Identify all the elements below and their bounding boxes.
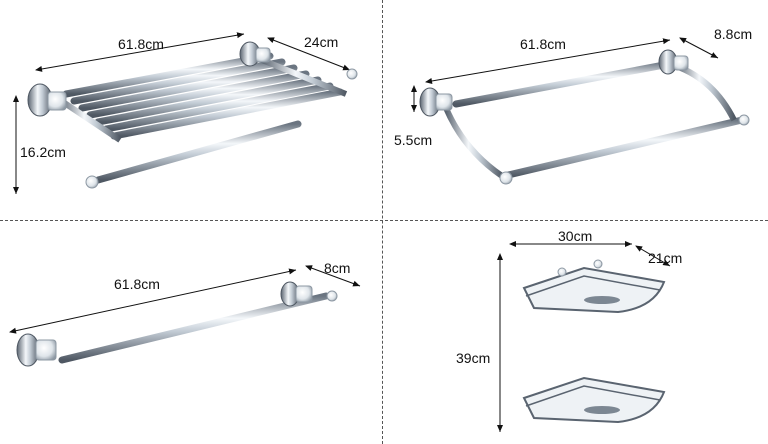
depth-dimension: 8.8cm bbox=[714, 26, 753, 42]
corner-shower-basket-image bbox=[497, 241, 671, 432]
double-towel-bar-panel: 61.8cm 8.8cm 5.5cm bbox=[384, 0, 768, 220]
vertical-divider bbox=[382, 0, 383, 444]
double-towel-bar-image bbox=[411, 37, 750, 185]
single-towel-bar-image bbox=[9, 265, 361, 367]
single-towel-bar-panel: 61.8cm 8cm bbox=[0, 222, 382, 444]
depth-dimension: 8cm bbox=[324, 260, 351, 276]
corner-shower-basket-panel: 30cm 21cm 39cm bbox=[384, 222, 768, 444]
depth-dimension: 24cm bbox=[304, 34, 339, 50]
length-dimension: 61.8cm bbox=[114, 276, 160, 292]
depth-dimension: 21cm bbox=[648, 250, 683, 266]
height-dimension: 39cm bbox=[456, 350, 491, 366]
length-dimension: 61.8cm bbox=[118, 36, 164, 52]
height-dimension: 16.2cm bbox=[20, 144, 66, 160]
towel-rack-shelf-panel: 61.8cm 24cm 16.2cm bbox=[0, 0, 382, 220]
width-dimension: 30cm bbox=[558, 228, 593, 244]
length-dimension: 61.8cm bbox=[520, 36, 566, 52]
spacing-dimension: 5.5cm bbox=[394, 132, 433, 148]
towel-rack-shelf-image bbox=[13, 32, 358, 194]
horizontal-divider bbox=[0, 220, 768, 221]
